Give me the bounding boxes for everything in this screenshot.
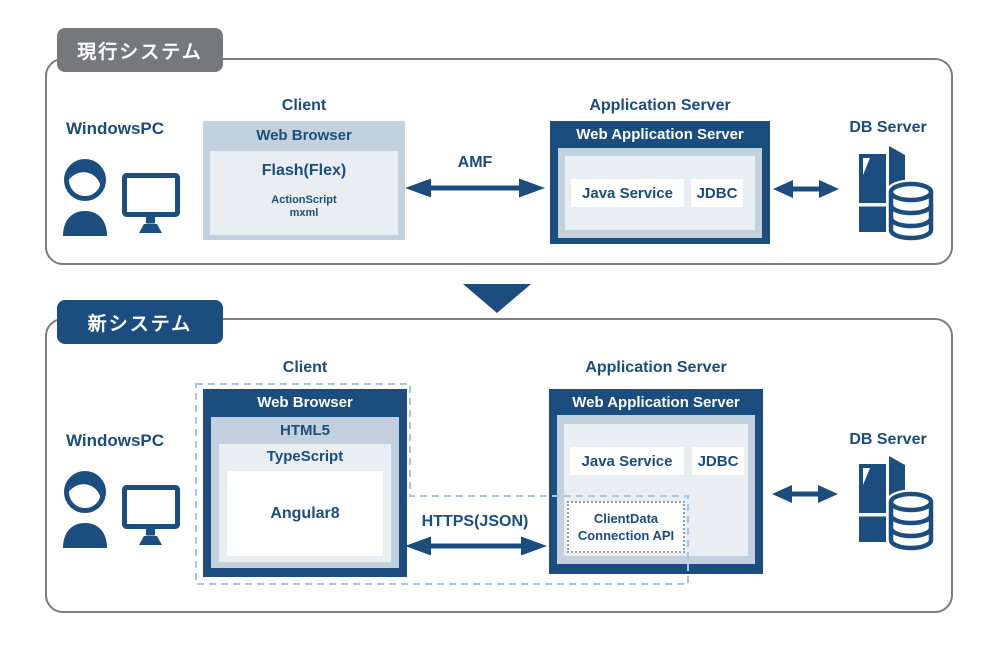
new-client-layer2-label: TypeScript [266, 448, 344, 465]
new-protocol-label: HTTPS(JSON) [421, 513, 529, 530]
client-data-connection-api-box: ClientData Connection API [567, 501, 685, 553]
user-with-monitor-icon [63, 471, 180, 548]
user-with-monitor-icon [63, 159, 180, 236]
current-pc-label: WindowsPC [65, 119, 165, 138]
current-java-service-chip: Java Service [571, 179, 684, 207]
new-db-server-icon [859, 456, 936, 553]
new-client-framework-label: Angular8 [270, 504, 340, 522]
new-system-panel [45, 318, 953, 613]
api-box-line2: Connection API [577, 528, 675, 543]
new-db-label: DB Server [849, 431, 927, 448]
new-protocol-arrow-icon [405, 536, 547, 556]
current-system-label: 現行システム [57, 28, 223, 72]
new-pc-label: WindowsPC [65, 431, 165, 450]
current-db-arrow-icon [773, 180, 839, 198]
api-box-line1: ClientData [593, 511, 659, 526]
current-db-label: DB Server [849, 119, 927, 136]
new-system-label-text: 新システム [87, 313, 193, 335]
current-protocol-arrow-icon [405, 178, 545, 198]
new-db-arrow-icon [772, 485, 838, 503]
current-server-inner: Java Service JDBC [565, 156, 755, 230]
new-client-layer1-label: HTML5 [280, 422, 330, 439]
current-db-server-icon [859, 146, 936, 243]
current-client-header: Web Browser [256, 127, 352, 144]
new-server-title: Application Server [585, 359, 727, 376]
current-client-tech: Flash(Flex) [261, 162, 347, 179]
current-system-panel [45, 58, 953, 265]
current-jdbc-chip: JDBC [691, 179, 743, 207]
new-client-title: Client [282, 359, 328, 376]
current-client-sub2: mxml [289, 207, 319, 219]
new-client-framework-box: Angular8 [227, 471, 383, 556]
current-client-subtech: ActionScript mxml [210, 194, 398, 220]
current-server-title: Application Server [589, 97, 731, 114]
new-server-inner: Java Service JDBC ClientData Connection … [564, 424, 748, 556]
new-client-header: Web Browser [257, 394, 353, 411]
transition-down-triangle-icon [463, 284, 531, 313]
current-client-sub1: ActionScript [271, 194, 337, 206]
current-client-inner: Flash(Flex) ActionScript mxml [210, 151, 398, 235]
new-jdbc-chip: JDBC [692, 447, 744, 475]
new-server-header: Web Application Server [572, 394, 740, 411]
current-protocol-label: AMF [457, 154, 493, 171]
new-java-service-chip: Java Service [570, 447, 684, 475]
new-system-label: 新システム [57, 300, 223, 344]
current-client-title: Client [281, 97, 327, 114]
current-system-label-text: 現行システム [77, 41, 203, 63]
current-server-header: Web Application Server [576, 126, 744, 143]
